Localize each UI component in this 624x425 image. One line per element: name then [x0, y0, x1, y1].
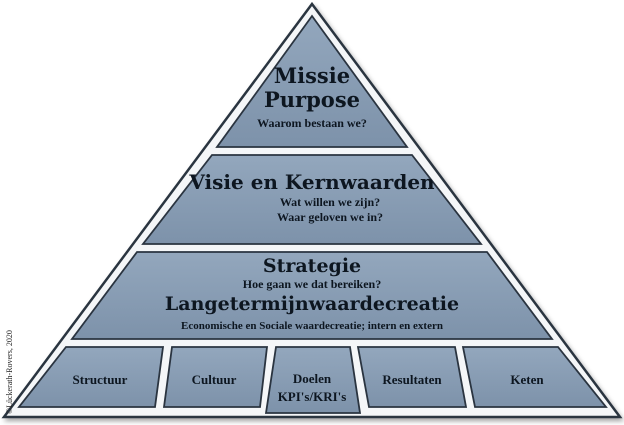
base-label-kpis: KPI's/KRI's — [278, 389, 347, 404]
strategie-title: Strategie — [263, 255, 361, 277]
base-label-doelen: Doelen — [293, 371, 332, 386]
visie-question-2: Waar geloven we in? — [277, 210, 383, 224]
base-block-resultaten — [356, 346, 468, 408]
visie-question-1: Wat willen we zijn? — [280, 195, 380, 209]
base-label-structuur: Structuur — [73, 372, 128, 387]
copyright-note: ©Lückerath-Rovers, 2020 — [5, 330, 14, 414]
layer-strategie — [70, 251, 554, 340]
base-block-keten — [461, 346, 608, 408]
strategie-subtitle: Langetermijnwaardecreatie — [165, 293, 459, 315]
base-label-keten: Keten — [510, 372, 544, 387]
visie-title: Visie en Kernwaarden — [188, 170, 435, 194]
base-label-cultuur: Cultuur — [192, 372, 237, 387]
purpose-title: Purpose — [264, 87, 360, 112]
base-block-structuur — [17, 346, 165, 408]
missie-question: Waarom bestaan we? — [257, 116, 367, 130]
strategie-question: Hoe gaan we dat bereiken? — [243, 277, 381, 291]
base-label-resultaten: Resultaten — [382, 372, 442, 387]
strategie-description: Economische en Sociale waardecreatie; in… — [181, 320, 443, 332]
layer-missie — [215, 14, 409, 148]
missie-title: Missie — [274, 63, 350, 88]
base-block-doelen — [264, 346, 362, 414]
layer-visie — [141, 154, 483, 245]
base-block-cultuur — [162, 346, 269, 408]
